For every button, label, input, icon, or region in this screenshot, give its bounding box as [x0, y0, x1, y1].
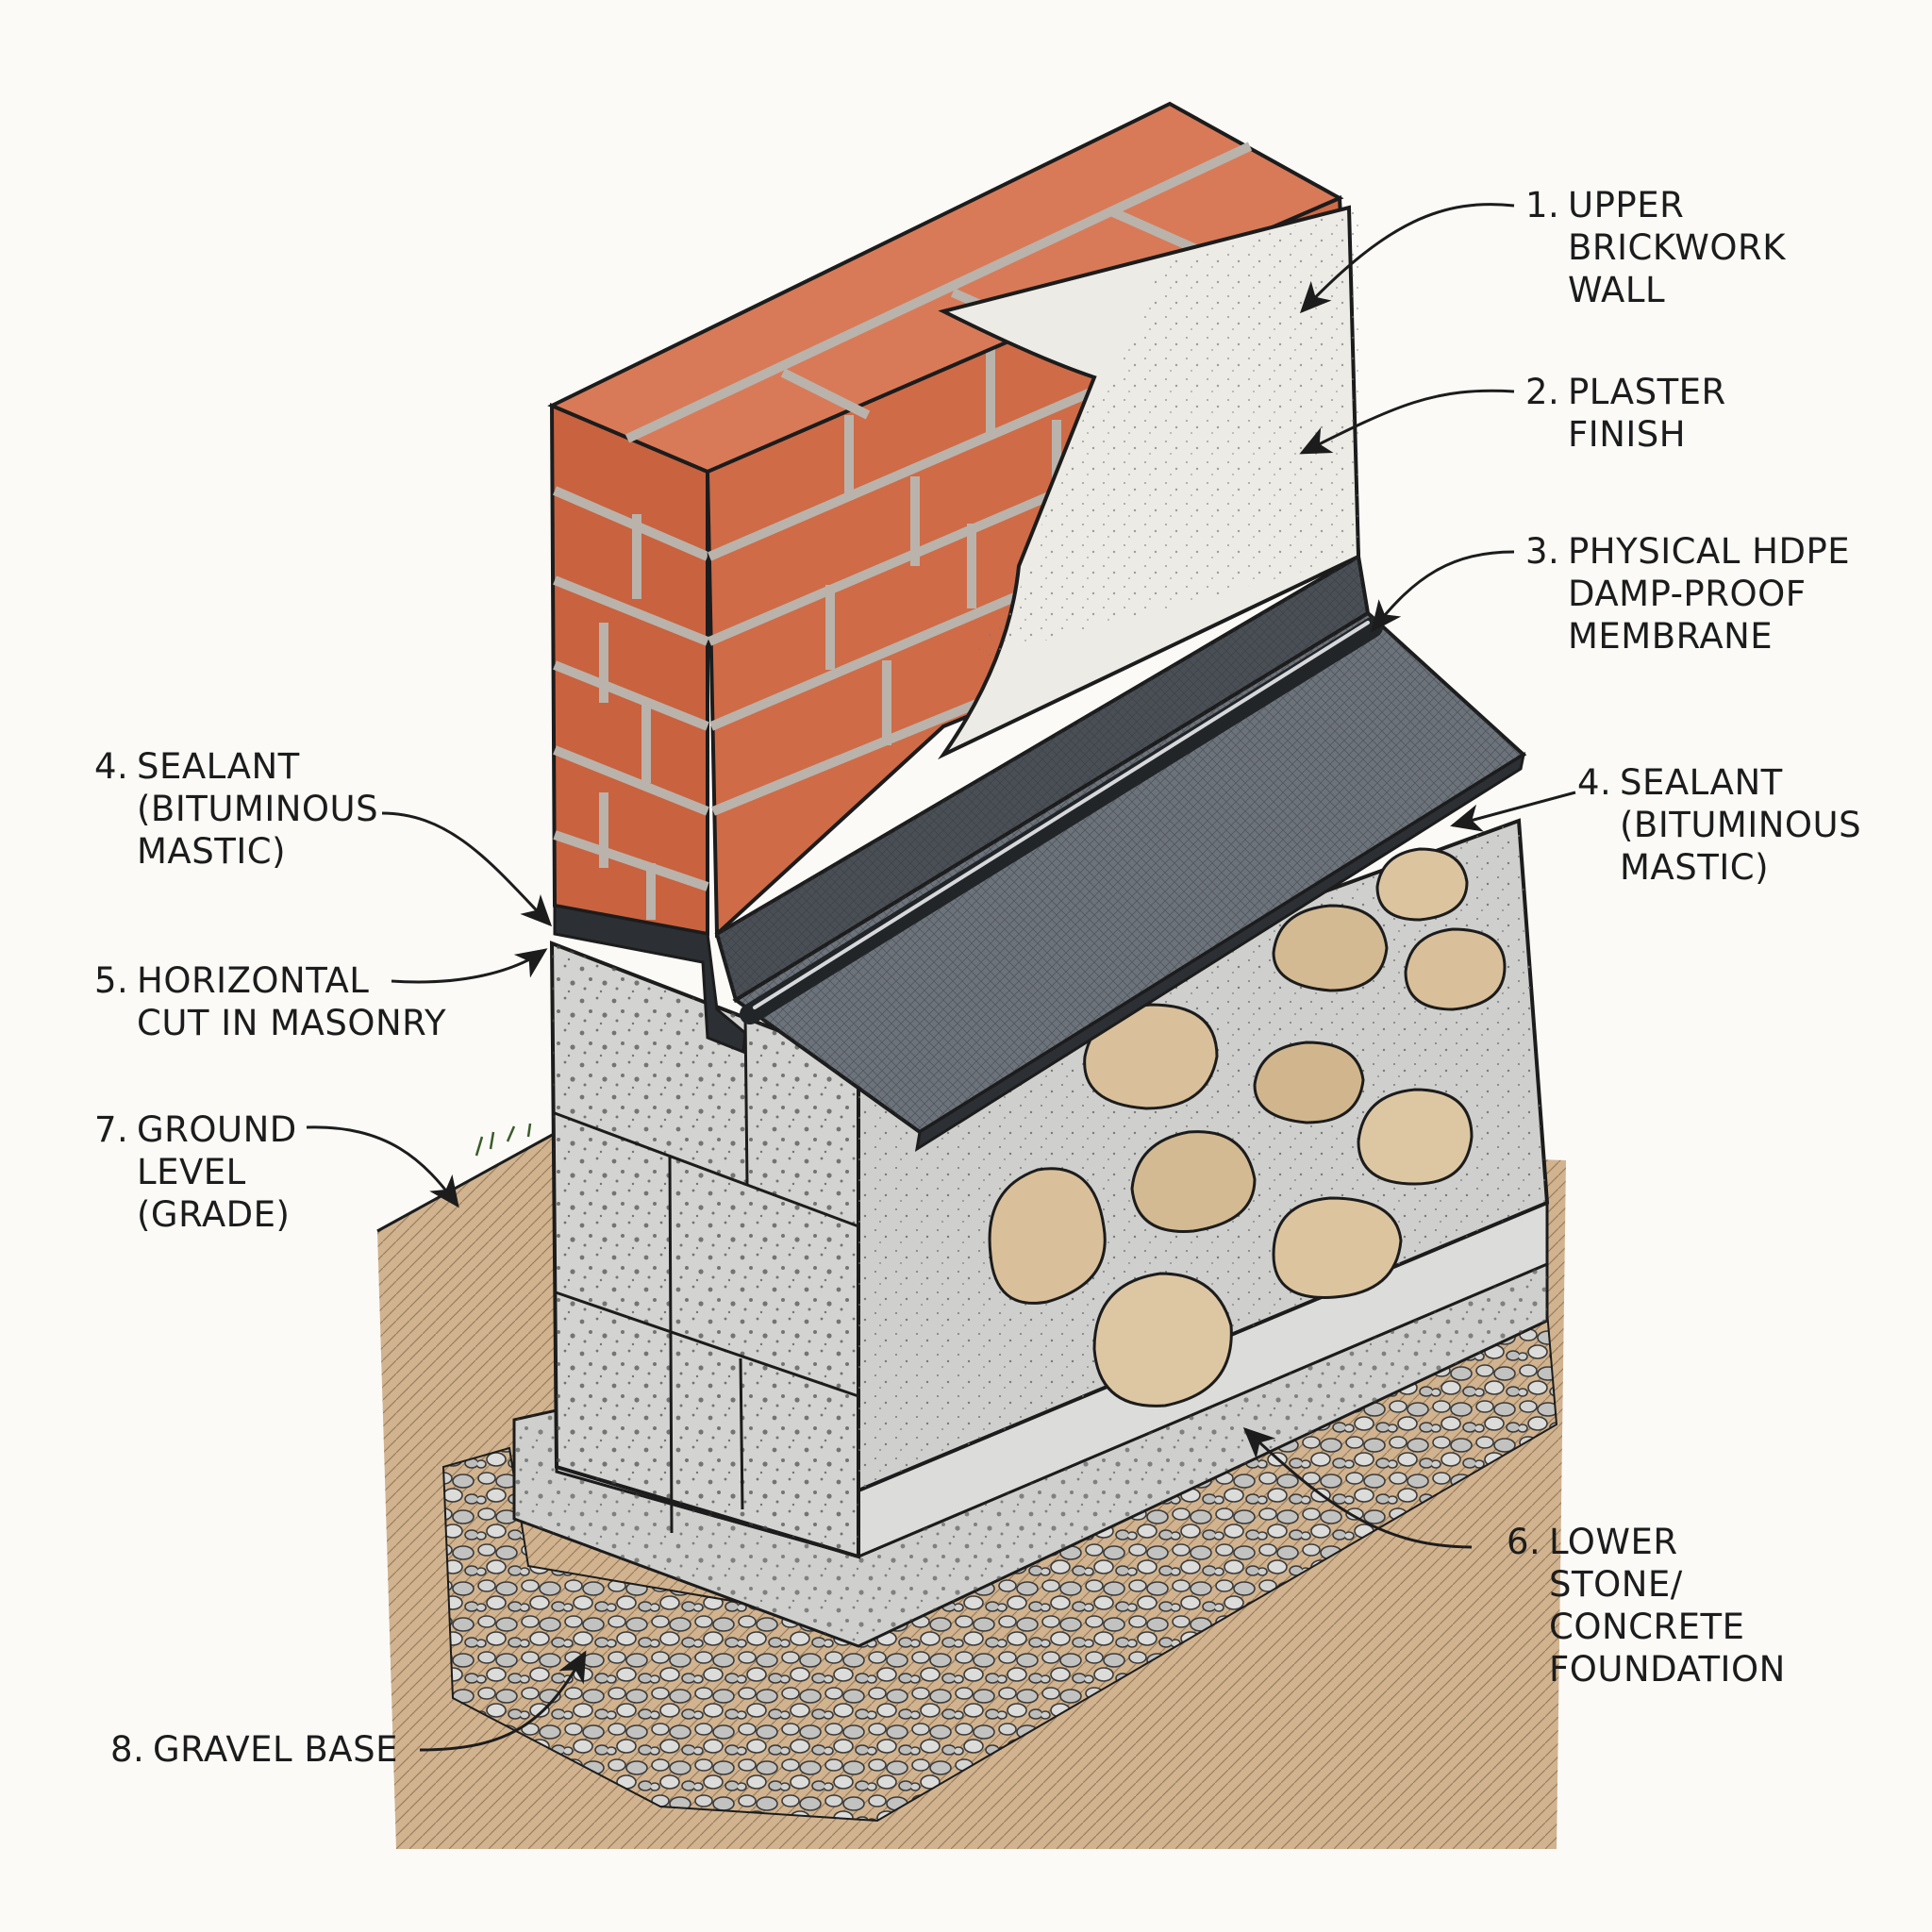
callout-number: 5.: [94, 960, 129, 1001]
callout-text: SEALANT: [1620, 762, 1783, 803]
callout-text: GRAVEL BASE: [153, 1729, 398, 1770]
callout-text: MASTIC): [1620, 847, 1770, 888]
callout-text: BRICKWORK: [1568, 227, 1786, 268]
callout-text: (BITUMINOUS: [1620, 805, 1862, 845]
callout-text: UPPER: [1568, 185, 1685, 225]
callout-text: DAMP-PROOF: [1568, 574, 1807, 614]
concrete-block-front: [549, 941, 860, 1559]
callout-number: 8.: [110, 1729, 145, 1770]
callout-text: LEVEL: [137, 1152, 246, 1192]
callout-text: FINISH: [1568, 414, 1687, 455]
leader-lines: [306, 203, 1576, 1752]
callout-sealant-left: 4.SEALANT (BITUMINOUS MASTIC): [94, 745, 378, 873]
callout-text: SEALANT: [137, 746, 300, 787]
callout-sealant-right: 4.SEALANT (BITUMINOUS MASTIC): [1577, 761, 1861, 889]
callout-text: STONE/: [1549, 1564, 1683, 1605]
callout-text: (GRADE): [137, 1194, 291, 1235]
callout-text: CUT IN MASONRY: [137, 1003, 447, 1043]
callout-hdpe-membrane: 3.PHYSICAL HDPE DAMP-PROOF MEMBRANE: [1525, 530, 1850, 658]
sealant-bead: [740, 617, 1383, 1024]
brick-wall-top: [547, 101, 1344, 475]
callout-plaster-finish: 2.PLASTER FINISH: [1525, 371, 1726, 456]
callout-number: 4.: [1577, 762, 1612, 803]
callout-upper-brickwork-wall: 1.UPPER BRICKWORK WALL: [1525, 184, 1786, 311]
dpm-membrane: [714, 553, 1527, 1153]
callout-foundation: 6.LOWER STONE/ CONCRETE FOUNDATION: [1507, 1521, 1786, 1690]
callout-text: MASTIC): [137, 831, 287, 872]
callout-text: PLASTER: [1568, 372, 1726, 412]
callout-number: 4.: [94, 746, 129, 787]
callout-horizontal-cut: 5.HORIZONTAL CUT IN MASONRY: [94, 959, 446, 1044]
callout-ground-level: 7.GROUND LEVEL (GRADE): [94, 1108, 297, 1236]
callout-number: 2.: [1525, 372, 1560, 412]
callout-number: 1.: [1525, 185, 1560, 225]
callout-text: FOUNDATION: [1549, 1649, 1786, 1690]
callout-text: WALL: [1568, 270, 1666, 310]
sealant-joint: [553, 904, 747, 1055]
callout-text: (BITUMINOUS: [137, 789, 379, 829]
callout-number: 6.: [1507, 1522, 1541, 1562]
brick-wall-front: [549, 402, 709, 937]
callout-text: LOWER: [1549, 1522, 1678, 1562]
callout-number: 3.: [1525, 531, 1560, 572]
callout-text: CONCRETE: [1549, 1607, 1745, 1647]
callout-text: GROUND: [137, 1109, 297, 1150]
callout-gravel-base: 8.GRAVEL BASE: [110, 1728, 398, 1771]
callout-number: 7.: [94, 1109, 129, 1150]
callout-text: HORIZONTAL: [137, 960, 370, 1001]
callout-text: PHYSICAL HDPE: [1568, 531, 1851, 572]
callout-text: MEMBRANE: [1568, 616, 1774, 657]
